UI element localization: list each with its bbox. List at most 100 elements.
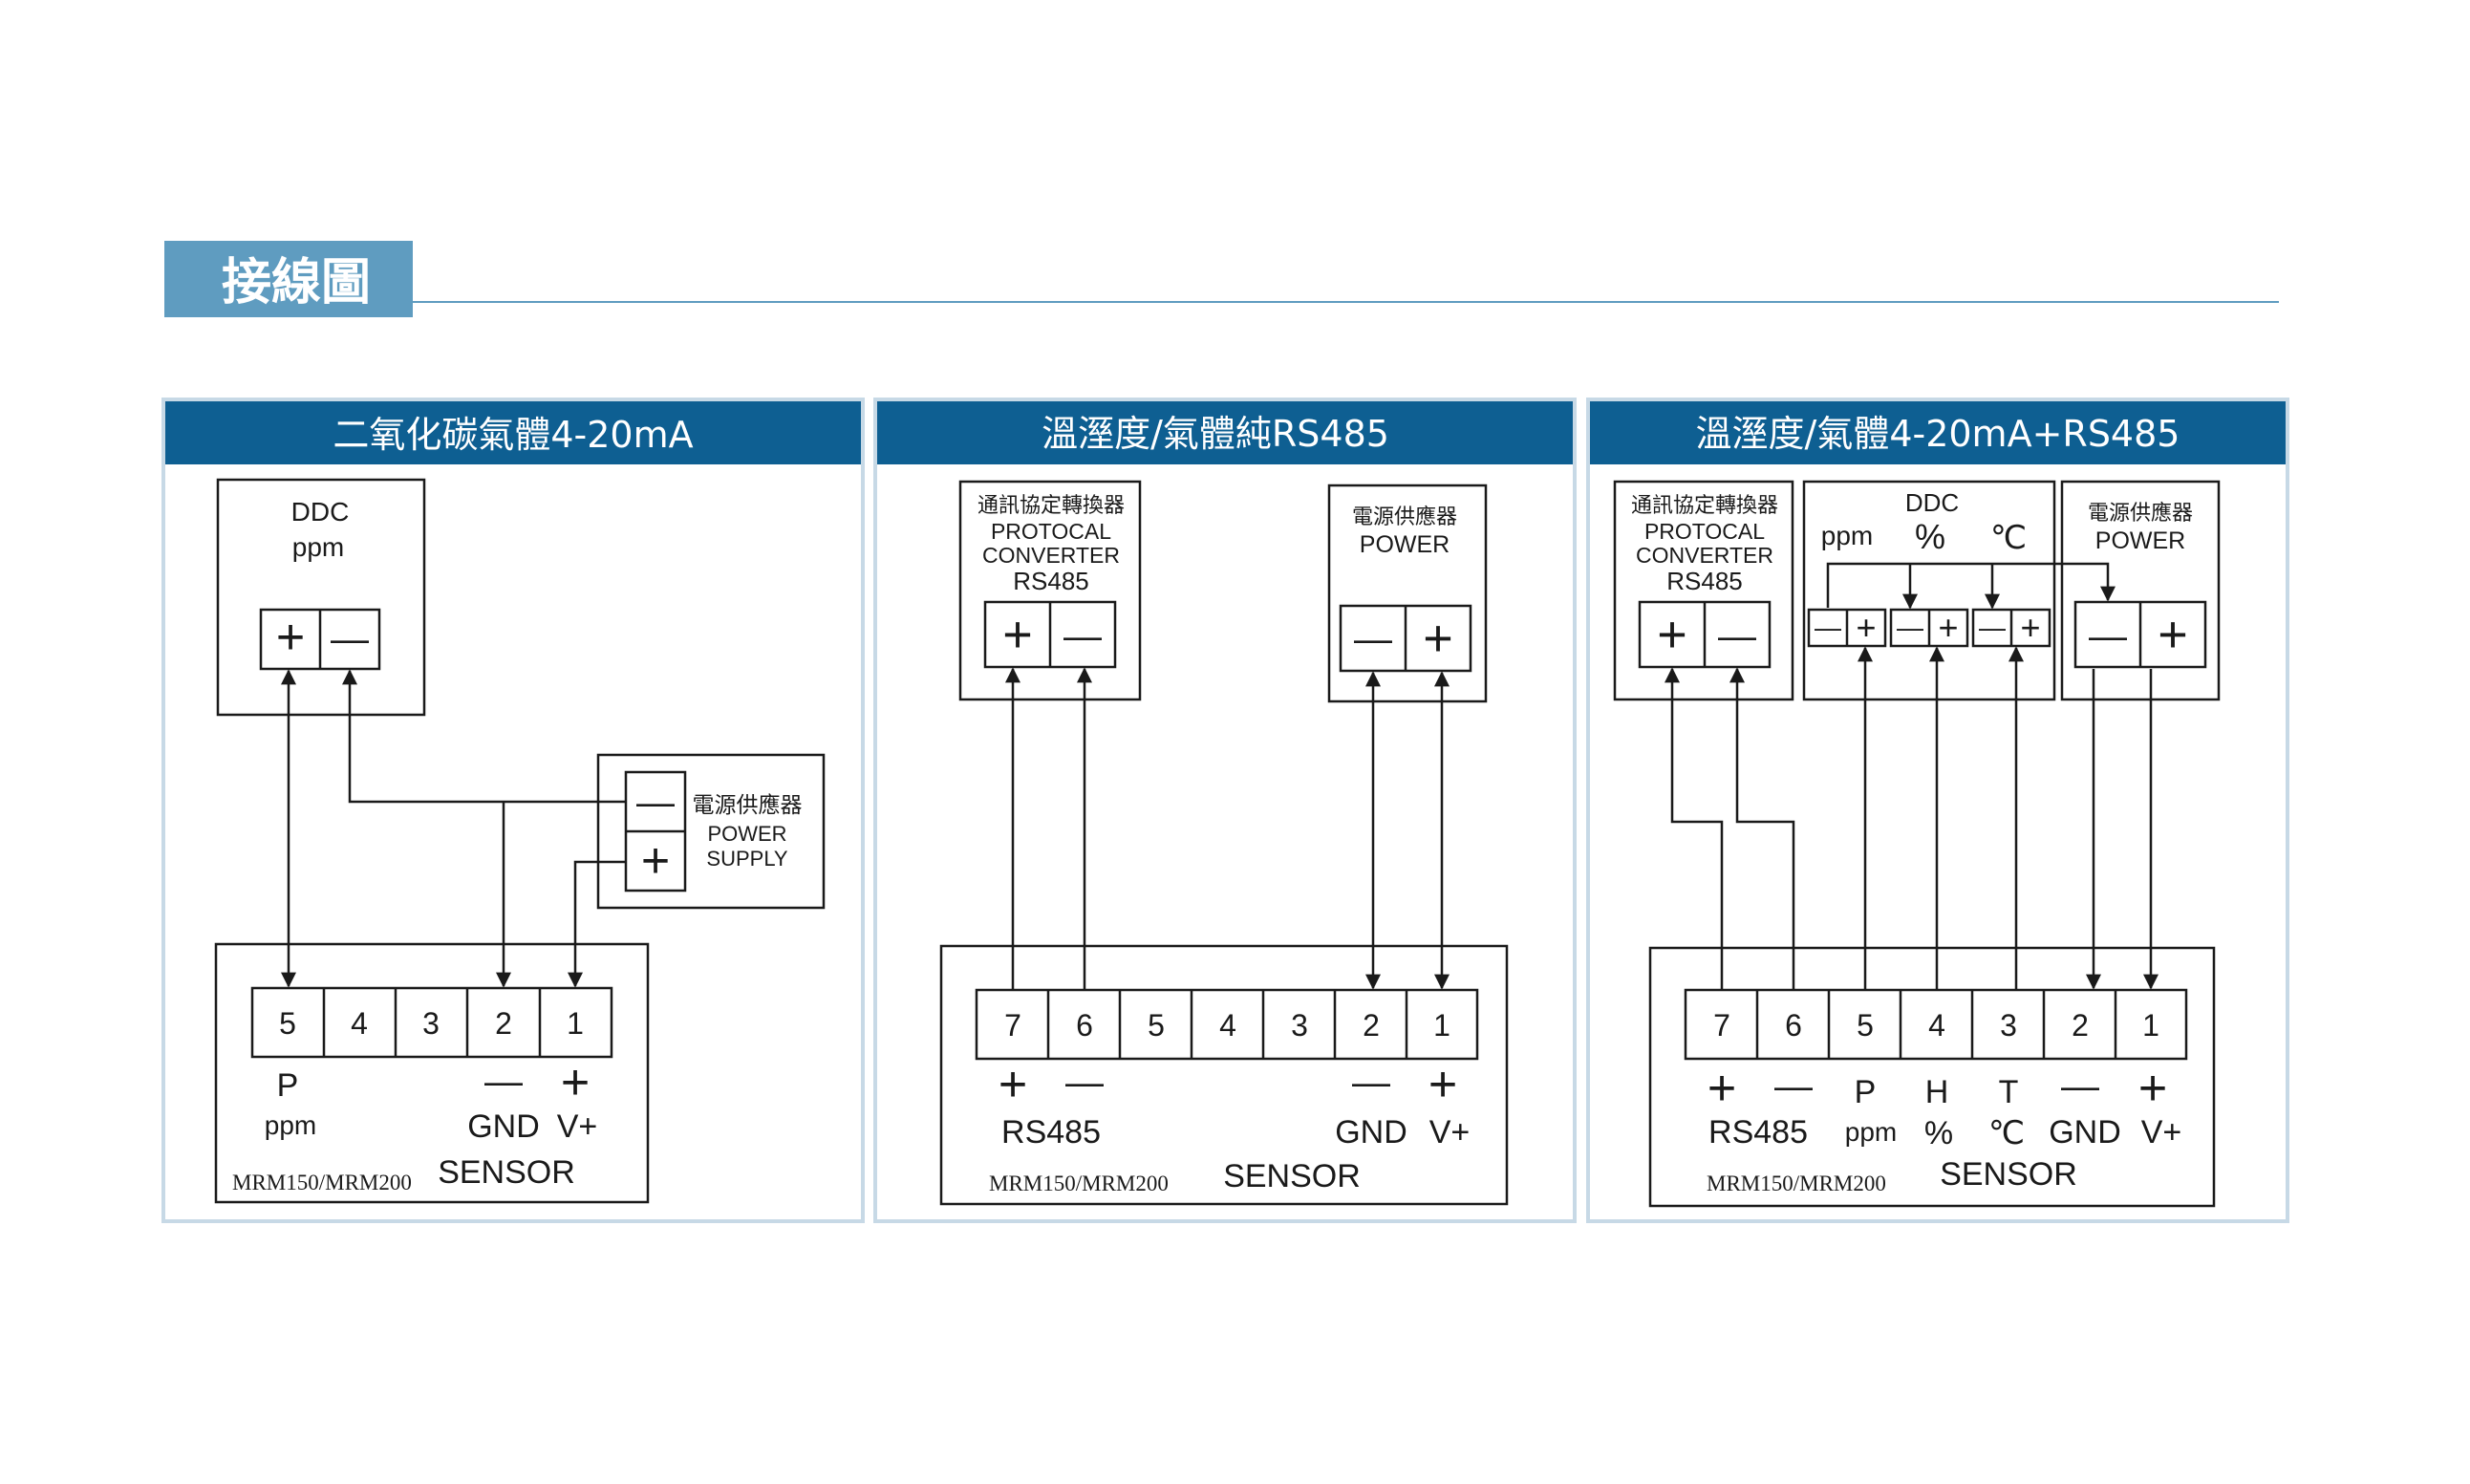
ddc-ppm: ppm: [1821, 521, 1873, 550]
label-plus: +: [999, 1057, 1027, 1112]
panel-header: [165, 401, 861, 464]
power-label-en: POWER: [2095, 527, 2185, 554]
converter-minus-terminal: —: [1718, 615, 1756, 657]
wires: [1005, 667, 1450, 990]
terminal-2: 2: [2072, 1008, 2089, 1043]
label-vplus: V+: [557, 1108, 598, 1145]
power-minus-terminal: —: [2089, 615, 2127, 657]
label-rs485: RS485: [1001, 1114, 1101, 1151]
label-gnd: GND: [467, 1108, 540, 1145]
terminal-5: 5: [279, 1006, 296, 1041]
panel-title: 溫溼度/氣體4-20mA+RS485: [1696, 413, 2180, 455]
terminal-4: 4: [1928, 1008, 1945, 1043]
sensor-label: SENSOR: [438, 1154, 575, 1191]
label-gnd: GND: [2049, 1114, 2121, 1151]
ddc-pct-minus: —: [1897, 613, 1923, 642]
label-vplus: V+: [2141, 1114, 2182, 1151]
panel-4-20ma-rs485: 溫溼度/氣體4-20mA+RS485 通訊協定轉換器 PROTOCAL CONV…: [1586, 398, 2289, 1223]
ddc-minus-terminal: —: [331, 618, 369, 660]
section-title-tab: [164, 241, 413, 317]
label-p: P: [1855, 1074, 1877, 1110]
terminal-7: 7: [1713, 1008, 1730, 1043]
label-plus-vplus: +: [2138, 1061, 2167, 1116]
terminal-5: 5: [1148, 1008, 1165, 1043]
power-label-en: POWER: [1360, 531, 1450, 558]
label-minus: —: [484, 1061, 523, 1103]
ddc-percent: %: [1915, 517, 1945, 556]
power-plus-terminal: +: [2158, 606, 2188, 663]
ddc-pct-plus: +: [1938, 608, 1958, 647]
sensor-label: SENSOR: [1940, 1156, 2077, 1193]
power-label-zh: 電源供應器: [1352, 505, 1457, 528]
converter-label-zh: 通訊協定轉換器: [977, 493, 1125, 517]
terminal-7: 7: [1004, 1008, 1021, 1043]
terminal-3: 3: [422, 1006, 440, 1041]
model-label: MRM150/MRM200: [989, 1172, 1169, 1195]
sensor-box: 7 6 5 4 3 2 1 + — — + RS485 GND V+ MRM15…: [939, 944, 1509, 1206]
label-celsius: ℃: [1988, 1115, 2025, 1151]
terminal-2: 2: [1363, 1008, 1380, 1043]
converter-label-en1: PROTOCAL: [1644, 519, 1765, 544]
label-plus: +: [561, 1055, 590, 1110]
panel-title: 溫溼度/氣體純RS485: [1042, 413, 1389, 455]
power-plus-terminal: +: [1423, 610, 1453, 667]
sensor-label: SENSOR: [1223, 1158, 1361, 1194]
converter-label-en1: PROTOCAL: [991, 519, 1111, 544]
power-plus-terminal: +: [641, 833, 670, 889]
label-p: P: [277, 1067, 299, 1104]
protocol-converter-box: 通訊協定轉換器 PROTOCAL CONVERTER RS485 + —: [1613, 480, 1794, 701]
label-t: T: [1999, 1074, 2019, 1110]
section-title: 接線圖: [222, 254, 371, 312]
ddc-ppm-plus: +: [1856, 608, 1876, 647]
converter-label-en3: RS485: [1666, 567, 1743, 595]
ddc-box: DDC ppm % ℃ — + — + — +: [1802, 480, 2056, 701]
panel-co2-4-20ma: 二氧化碳氣體4-20mA DDC ppm + — — + 電源供應器 POWER…: [161, 398, 865, 1223]
label-plus-vplus: +: [1428, 1057, 1457, 1112]
sensor-box: 7 6 5 4 3 2 1 + — P H T — + RS485 ppm % …: [1648, 946, 2216, 1208]
power-label-zh: 電源供應器: [2088, 501, 2193, 525]
terminal-1: 1: [2142, 1008, 2159, 1043]
terminal-3: 3: [1291, 1008, 1308, 1043]
label-minus-rs485: —: [1774, 1065, 1813, 1108]
ddc-box: DDC ppm + —: [216, 478, 426, 717]
power-label-zh: 電源供應器: [693, 792, 803, 817]
label-ppm: ppm: [1845, 1117, 1897, 1147]
ddc-degc-plus: +: [2020, 608, 2040, 647]
power-box: 電源供應器 POWER — +: [2060, 480, 2221, 701]
terminal-5: 5: [1857, 1008, 1874, 1043]
label-rs485: RS485: [1708, 1114, 1808, 1151]
converter-label-zh: 通訊協定轉換器: [1631, 493, 1778, 517]
power-label-en2: SUPPLY: [706, 847, 788, 871]
ddc-plus-terminal: +: [276, 610, 305, 665]
ddc-degc-minus: —: [1979, 613, 2006, 642]
terminal-3: 3: [2000, 1008, 2017, 1043]
terminal-1: 1: [1433, 1008, 1450, 1043]
panel-header: [877, 401, 1573, 464]
converter-label-en2: CONVERTER: [1636, 543, 1773, 568]
terminal-2: 2: [495, 1006, 512, 1041]
model-label: MRM150/MRM200: [1707, 1172, 1886, 1195]
converter-label-en3: RS485: [1013, 567, 1089, 595]
converter-minus-terminal: —: [1063, 615, 1102, 657]
ddc-celsius: ℃: [1990, 520, 2027, 556]
label-minus: —: [1065, 1062, 1104, 1104]
label-gnd: GND: [1335, 1114, 1407, 1151]
panel-rs485: 溫溼度/氣體純RS485 通訊協定轉換器 PROTOCAL CONVERTER …: [873, 398, 1577, 1223]
ddc-title: DDC: [1905, 488, 1959, 517]
power-minus-terminal: —: [636, 782, 675, 824]
sensor-box: 5 4 3 2 1 P ppm — + GND V+ MRM150/MRM200…: [214, 942, 650, 1204]
section-header: 接線圖: [164, 241, 2279, 317]
terminal-4: 4: [1219, 1008, 1236, 1043]
terminal-1: 1: [567, 1006, 584, 1041]
power-minus-terminal: —: [1354, 618, 1392, 660]
terminal-6: 6: [1076, 1008, 1093, 1043]
model-label: MRM150/MRM200: [232, 1171, 412, 1194]
label-minus-gnd: —: [1352, 1062, 1390, 1104]
terminal-4: 4: [351, 1006, 368, 1041]
terminal-6: 6: [1785, 1008, 1802, 1043]
converter-plus-terminal: +: [1657, 606, 1687, 663]
label-ppm: ppm: [265, 1110, 316, 1140]
panel-header: [1590, 401, 2286, 464]
ddc-title: DDC: [291, 497, 350, 527]
